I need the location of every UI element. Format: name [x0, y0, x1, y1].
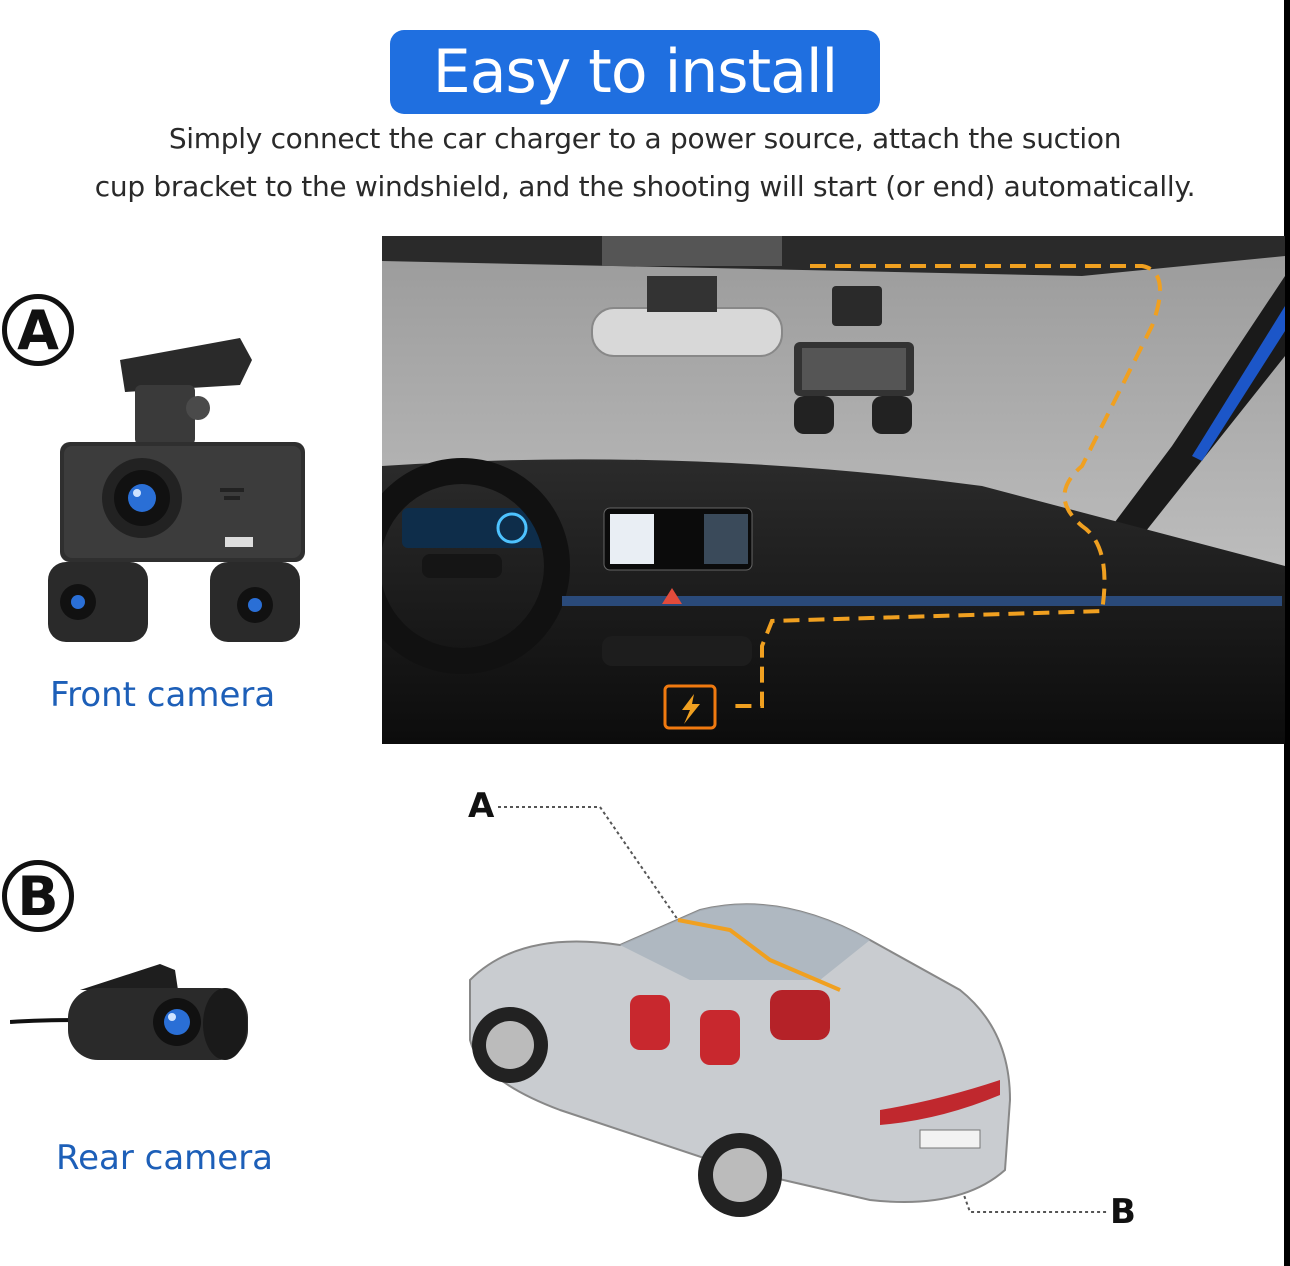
power-bolt-icon: [682, 694, 700, 724]
front-dashcam-illustration: [40, 330, 320, 650]
page-title: Easy to install: [390, 30, 880, 114]
diagram-label-a: A: [468, 786, 495, 826]
rear-camera-illustration: [10, 950, 260, 1080]
car-cutaway-illustration: [440, 780, 1160, 1240]
subtitle-line-2: cup bracket to the windshield, and the s…: [94, 170, 1196, 203]
subtitle-line-1: Simply connect the car charger to a powe…: [168, 122, 1122, 155]
car-interior-illustration: [382, 236, 1285, 744]
marker-b: B: [2, 860, 74, 932]
rear-camera-caption: Rear camera: [56, 1138, 274, 1178]
marker-a: A: [2, 294, 74, 366]
right-edge-bar: [1284, 0, 1290, 1266]
front-camera-caption: Front camera: [50, 675, 276, 715]
diagram-label-b: B: [1110, 1192, 1136, 1232]
